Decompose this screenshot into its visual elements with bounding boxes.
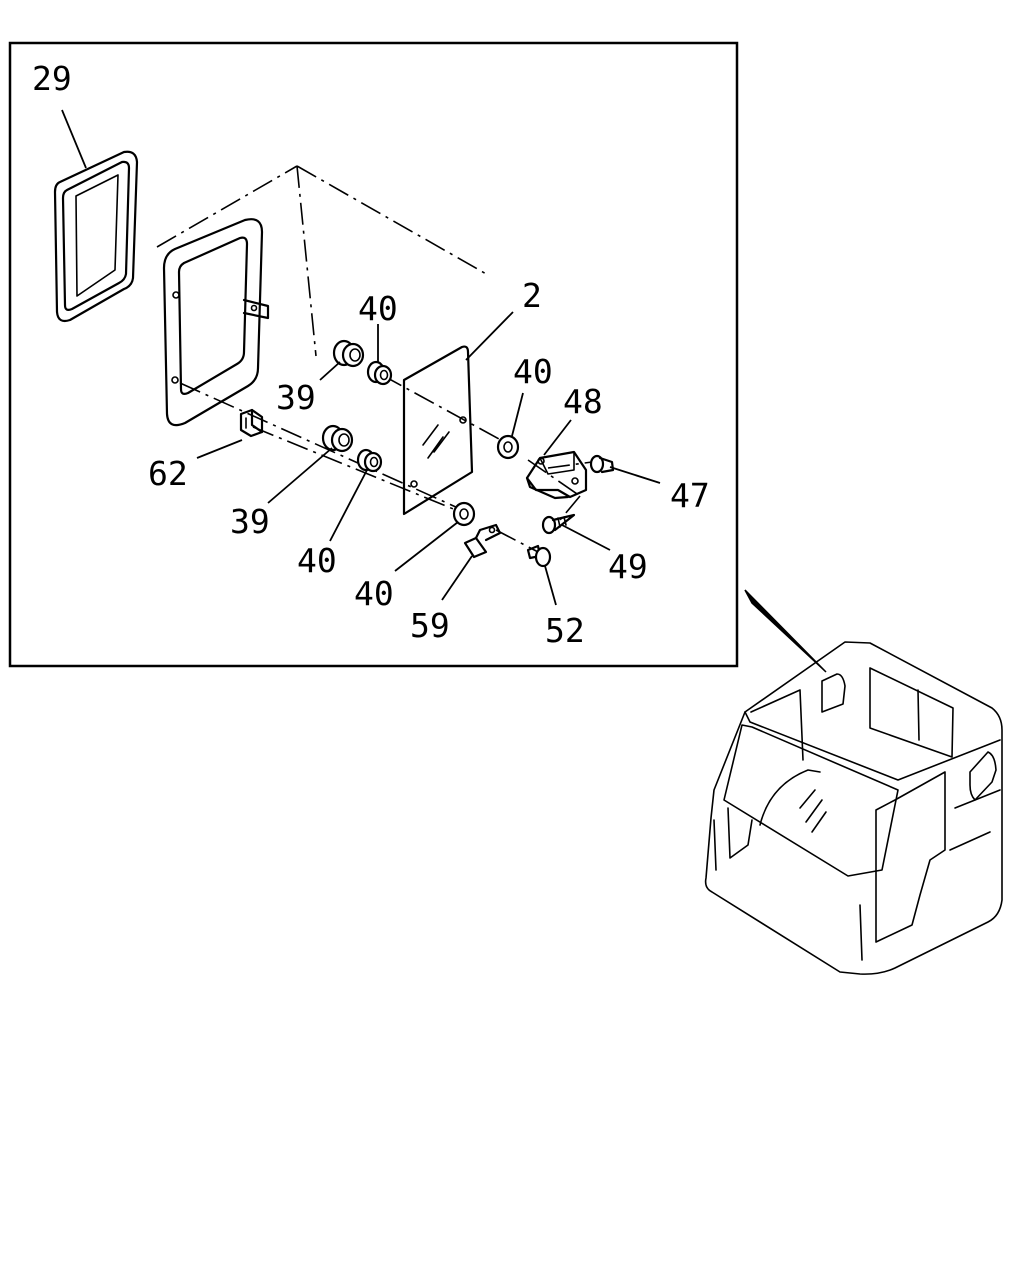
callout-48: 48 [563,382,603,421]
detail-frame [8,41,739,668]
window-frame [162,218,270,427]
callout-47: 47 [670,476,710,515]
latch-bracket-48 [525,450,588,500]
bushing-40-top [366,360,393,386]
screw-47 [589,454,615,474]
callout-39-bottom: 39 [230,502,270,541]
bolt-52 [526,544,552,568]
washer-40-bottom [452,501,476,527]
weatherstrip-seal-29 [53,150,139,323]
stopper-bracket-59 [463,523,502,559]
bushing-40-mid [356,448,383,473]
grommet-39-top [332,339,365,368]
washer-40-right [496,434,520,460]
callout-49: 49 [608,547,648,586]
guide-clip-62 [239,408,264,438]
callout-29: 29 [32,59,72,98]
callout-40-mid: 40 [297,541,337,580]
callout-40-right: 40 [513,352,553,391]
callout-59: 59 [410,606,450,645]
callout-40-top: 40 [358,289,398,328]
tapping-screw-49 [541,513,576,535]
callout-52: 52 [545,611,585,650]
callout-40-bottom: 40 [354,574,394,613]
leader-lines [61,109,661,606]
callout-2: 2 [522,276,542,315]
callout-62: 62 [148,454,188,493]
callout-39-top: 39 [276,378,316,417]
truck-cab-overview [704,641,1003,975]
grommet-39-bottom [321,424,354,453]
glass-pane-2 [402,345,474,516]
location-pointer [744,589,827,673]
